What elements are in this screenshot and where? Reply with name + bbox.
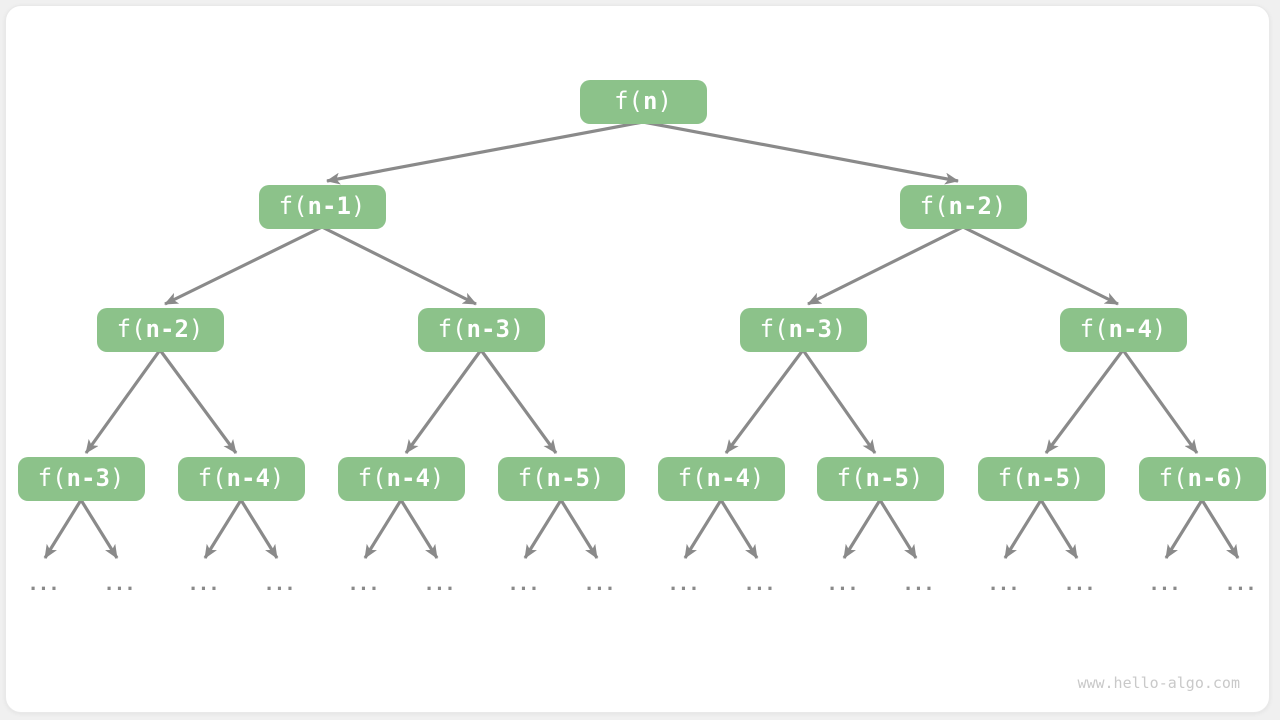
node-label-pre: f(	[997, 464, 1027, 492]
node-label-arg: n-4	[1108, 315, 1152, 343]
ellipsis-leaf: ...	[263, 573, 295, 595]
node-label-arg: n	[643, 87, 658, 115]
node-label-pre: f(	[437, 315, 467, 343]
ellipsis-leaf: ...	[187, 573, 219, 595]
watermark: www.hello-algo.com	[1077, 674, 1240, 692]
ellipsis-leaf: ...	[1148, 573, 1180, 595]
ellipsis-leaf: ...	[507, 573, 539, 595]
node-label-arg: n-3	[788, 315, 832, 343]
node-label-post: )	[109, 464, 125, 492]
node-label-post: )	[1151, 315, 1167, 343]
node-label-pre: f(	[677, 464, 707, 492]
ellipsis-leaf: ...	[1063, 573, 1095, 595]
ellipsis-leaf: ...	[667, 573, 699, 595]
tree-node: f(n-3)	[17, 457, 145, 501]
tree-node: f(n-3)	[417, 308, 545, 352]
tree-node: f(n)	[579, 80, 707, 124]
node-label-arg: n-5	[865, 464, 909, 492]
node-label-pre: f(	[116, 315, 146, 343]
node-label-pre: f(	[919, 192, 949, 220]
node-label-pre: f(	[197, 464, 227, 492]
node-label-post: )	[991, 192, 1007, 220]
node-label-pre: f(	[759, 315, 789, 343]
node-label-arg: n-1	[307, 192, 351, 220]
tree-node: f(n-4)	[657, 457, 785, 501]
tree-node: f(n-6)	[1138, 457, 1266, 501]
node-label-pre: f(	[37, 464, 67, 492]
node-label-arg: n-4	[386, 464, 430, 492]
node-label-pre: f(	[1158, 464, 1188, 492]
node-label-post: )	[188, 315, 204, 343]
tree-node: f(n-5)	[816, 457, 944, 501]
ellipsis-leaf: ...	[583, 573, 615, 595]
node-label-arg: n-2	[145, 315, 189, 343]
ellipsis-leaf: ...	[987, 573, 1019, 595]
node-label-pre: f(	[357, 464, 387, 492]
node-label-post: )	[1230, 464, 1246, 492]
node-label-arg: n-4	[706, 464, 750, 492]
ellipsis-leaf: ...	[103, 573, 135, 595]
node-label-arg: n-5	[1026, 464, 1070, 492]
node-label-post: )	[589, 464, 605, 492]
ellipsis-leaf: ...	[826, 573, 858, 595]
node-label-post: )	[657, 87, 672, 115]
tree-node: f(n-5)	[497, 457, 625, 501]
node-label-post: )	[908, 464, 924, 492]
node-label-post: )	[509, 315, 525, 343]
node-label-post: )	[831, 315, 847, 343]
node-label-pre: f(	[614, 87, 643, 115]
node-label-arg: n-5	[546, 464, 590, 492]
ellipsis-leaf: ...	[27, 573, 59, 595]
node-label-pre: f(	[517, 464, 547, 492]
ellipsis-leaf: ...	[347, 573, 379, 595]
node-label-arg: n-3	[66, 464, 110, 492]
node-label-arg: n-3	[466, 315, 510, 343]
tree-node: f(n-4)	[177, 457, 305, 501]
node-label-pre: f(	[836, 464, 866, 492]
node-label-pre: f(	[278, 192, 308, 220]
node-label-post: )	[429, 464, 445, 492]
tree-node: f(n-4)	[337, 457, 465, 501]
tree-node: f(n-3)	[739, 308, 867, 352]
node-label-post: )	[1069, 464, 1085, 492]
node-label-arg: n-6	[1187, 464, 1231, 492]
tree-node: f(n-5)	[977, 457, 1105, 501]
ellipsis-leaf: ...	[902, 573, 934, 595]
tree-node: f(n-2)	[96, 308, 224, 352]
ellipsis-leaf: ...	[1224, 573, 1256, 595]
tree-node: f(n-2)	[899, 185, 1027, 229]
node-label-pre: f(	[1079, 315, 1109, 343]
node-label-post: )	[269, 464, 285, 492]
tree-node: f(n-4)	[1059, 308, 1187, 352]
ellipsis-leaf: ...	[423, 573, 455, 595]
node-label-post: )	[350, 192, 366, 220]
tree-node: f(n-1)	[258, 185, 386, 229]
ellipsis-leaf: ...	[743, 573, 775, 595]
node-label-arg: n-2	[948, 192, 992, 220]
node-label-post: )	[749, 464, 765, 492]
node-label-arg: n-4	[226, 464, 270, 492]
